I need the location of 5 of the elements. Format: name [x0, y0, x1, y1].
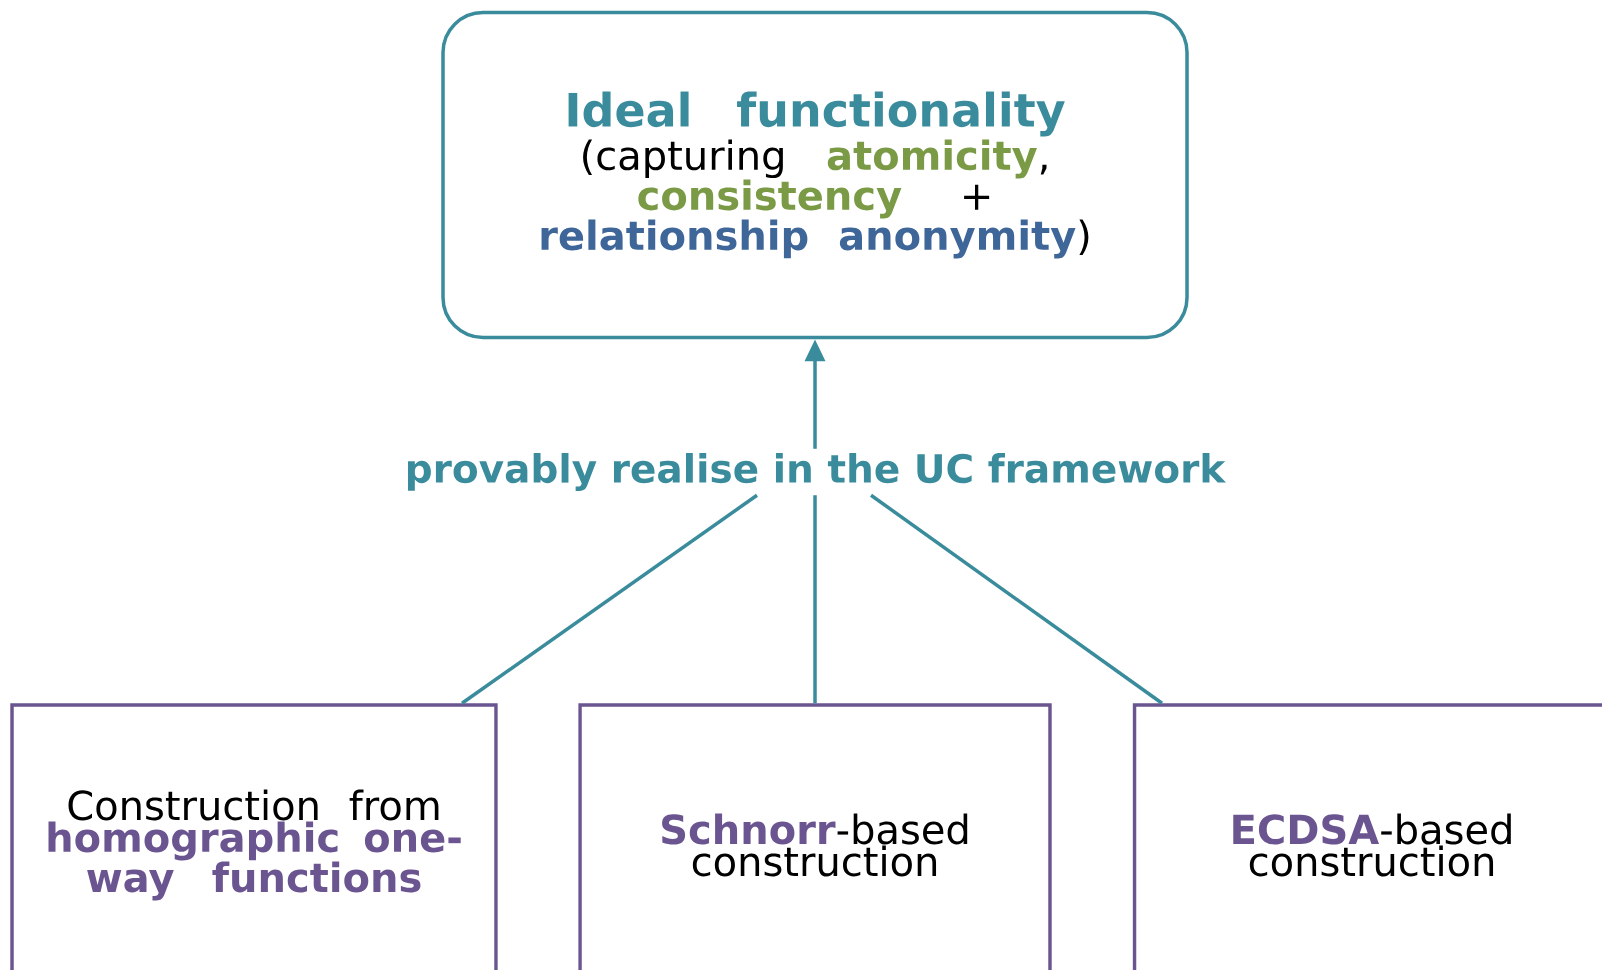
edge-label: provably realise in the UC framework: [408, 452, 1227, 492]
box: Schnorr-based construction: [578, 703, 1052, 970]
box: Ideal functionality (capturing atomicity, consistency + relationship anonymity): [441, 10, 1189, 340]
box: ECDSA-based construction: [1132, 703, 1602, 970]
box: Construction from homographic one-way functions: [10, 703, 498, 970]
